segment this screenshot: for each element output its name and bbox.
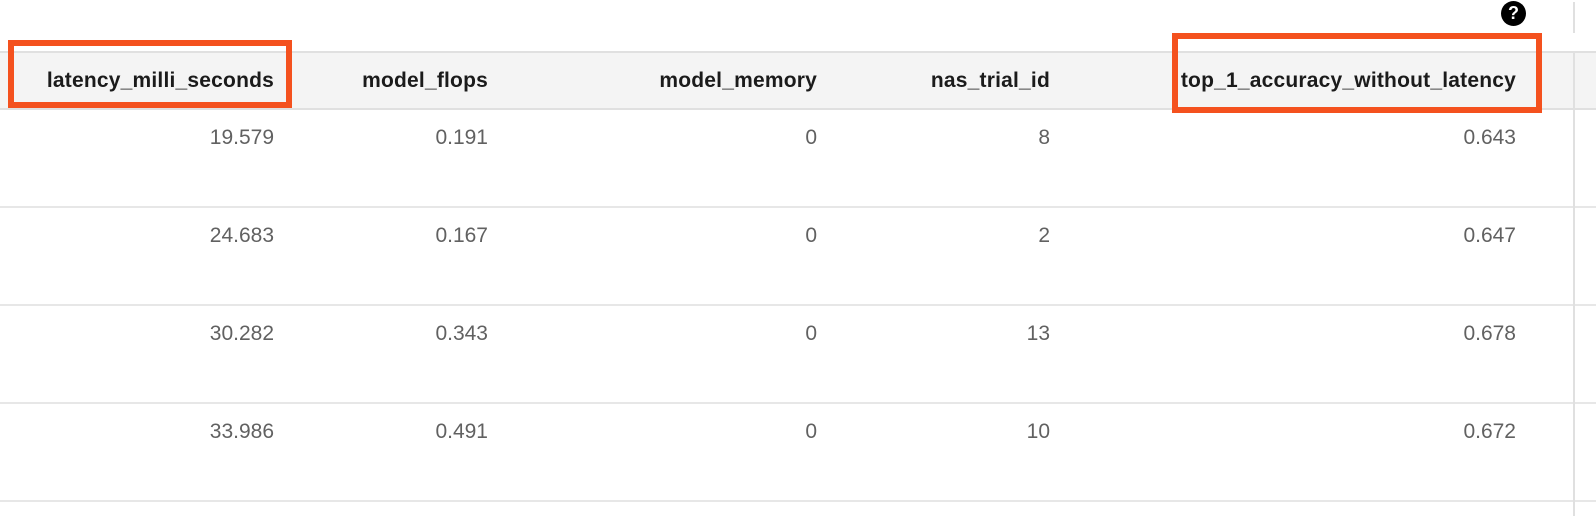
table-cell: 2 xyxy=(833,207,1066,306)
table-cell: 33.986 xyxy=(0,403,290,502)
table-cell: 24.683 xyxy=(0,207,290,306)
table-cell: 0.491 xyxy=(290,403,504,502)
column-header-latency-milli-seconds[interactable]: latency_milli_seconds xyxy=(0,51,290,110)
help-icon[interactable]: ? xyxy=(1501,1,1526,26)
table-row: 19.579 0.191 0 8 0.643 xyxy=(0,109,1596,208)
table-cell: 30.282 xyxy=(0,305,290,404)
column-divider xyxy=(1573,51,1575,516)
row-spacer-cell xyxy=(1574,403,1596,502)
table-cell: 19.579 xyxy=(0,109,290,208)
table-cell: 0.343 xyxy=(290,305,504,404)
table-row: 24.683 0.167 0 2 0.647 xyxy=(0,207,1596,306)
table-row: 33.986 0.491 0 10 0.672 xyxy=(0,403,1596,502)
column-header-nas-trial-id[interactable]: nas_trial_id xyxy=(833,51,1066,110)
table-cell: 0.191 xyxy=(290,109,504,208)
row-spacer-cell xyxy=(1574,305,1596,404)
row-spacer-cell xyxy=(1574,207,1596,306)
table-cell: 0.167 xyxy=(290,207,504,306)
table-row: 30.282 0.343 0 13 0.678 xyxy=(0,305,1596,404)
table-cell: 0 xyxy=(504,403,833,502)
table-header-row: latency_milli_seconds model_flops model_… xyxy=(0,51,1596,110)
column-header-model-memory[interactable]: model_memory xyxy=(504,51,833,110)
table-cell: 8 xyxy=(833,109,1066,208)
column-header-model-flops[interactable]: model_flops xyxy=(290,51,504,110)
column-header-top-1-accuracy-without-latency[interactable]: top_1_accuracy_without_latency xyxy=(1066,51,1574,110)
table-cell: 0.672 xyxy=(1066,403,1574,502)
table-cell: 0.647 xyxy=(1066,207,1574,306)
header-spacer-cell xyxy=(1574,51,1596,110)
metrics-table: latency_milli_seconds model_flops model_… xyxy=(0,51,1596,502)
table-cell: 0.643 xyxy=(1066,109,1574,208)
table-cell: 13 xyxy=(833,305,1066,404)
row-spacer-cell xyxy=(1574,109,1596,208)
table-cell: 0 xyxy=(504,305,833,404)
table-cell: 0 xyxy=(504,207,833,306)
table-cell: 0.678 xyxy=(1066,305,1574,404)
table-cell: 0 xyxy=(504,109,833,208)
column-divider xyxy=(1573,2,1575,33)
table-cell: 10 xyxy=(833,403,1066,502)
